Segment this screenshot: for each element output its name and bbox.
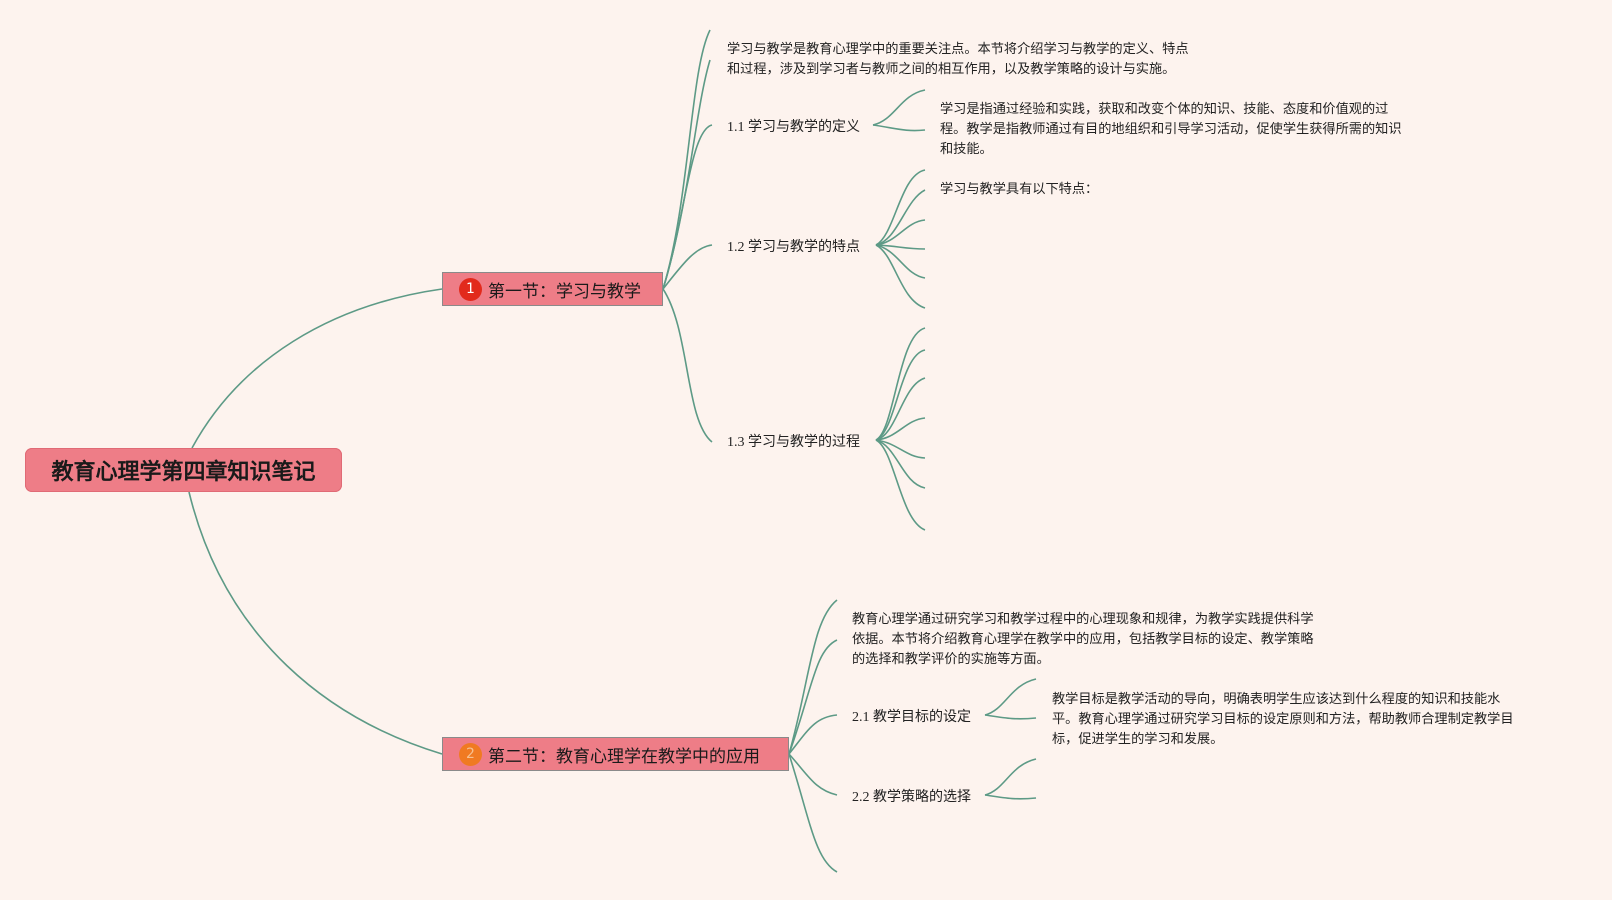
topic-2-1-detail-line: 教学目标是教学活动的导向，明确表明学生应该达到什么程度的知识和技能水	[1052, 692, 1501, 707]
topic-2-1-detail-line: 平。教育心理学通过研究学习目标的设定原则和方法，帮助教师合理制定教学目	[1052, 712, 1514, 727]
connector-13-c	[875, 377, 926, 441]
connector-13-a	[875, 327, 926, 441]
connector-13-b	[875, 349, 926, 441]
topic-1-2[interactable]: 1.2 学习与教学的特点	[727, 240, 860, 255]
connector-13-d	[875, 417, 926, 441]
section2-intro[interactable]: 教育心理学通过研究学习和教学过程中的心理现象和规律，为教学实践提供科学 依据。本…	[852, 610, 1314, 670]
section2-intro-line: 依据。本节将介绍教育心理学在教学中的应用，包括教学目标的设定、教学策略	[852, 632, 1314, 647]
connector-s2-more	[788, 753, 838, 873]
connector-13-e	[875, 439, 926, 459]
root-node[interactable]: 教育心理学第四章知识笔记	[25, 448, 342, 492]
connector-21-detail-b	[984, 714, 1037, 720]
connector-12-d	[875, 244, 926, 250]
topic-1-1-detail-line: 和技能。	[940, 142, 993, 157]
topic-2-1-detail-line: 标，促进学生的学习和发展。	[1052, 732, 1224, 747]
connector-13-f	[875, 439, 926, 489]
connector-21-detail-a	[984, 678, 1037, 716]
connector-11-detail-a	[872, 89, 926, 126]
topic-2-2[interactable]: 2.2 教学策略的选择	[852, 790, 971, 805]
connector-22-detail-b	[984, 794, 1037, 800]
section1-node[interactable]: 1 第一节：学习与教学	[442, 272, 663, 306]
topic-1-2-detail[interactable]: 学习与教学具有以下特点：	[940, 180, 1098, 200]
topic-1-1-detail[interactable]: 学习是指通过经验和实践，获取和改变个体的知识、技能、态度和价值观的过 程。教学是…	[940, 100, 1402, 160]
topic-1-1-detail-line: 程。教学是指教师通过有目的地组织和引导学习活动，促使学生获得所需的知识	[940, 122, 1402, 137]
connector-s1-11	[662, 124, 713, 290]
section1-intro[interactable]: 学习与教学是教育心理学中的重要关注点。本节将介绍学习与教学的定义、特点 和过程，…	[727, 40, 1189, 80]
topic-1-1-detail-line: 学习是指通过经验和实践，获取和改变个体的知识、技能、态度和价值观的过	[940, 102, 1389, 117]
connector-12-c	[875, 219, 926, 246]
connector-12-a	[875, 169, 926, 246]
connector-s2-22	[788, 753, 838, 796]
topic-2-1[interactable]: 2.1 教学目标的设定	[852, 710, 971, 725]
section2-node[interactable]: 2 第二节：教育心理学在教学中的应用	[442, 737, 789, 771]
connector-s1-12	[662, 244, 713, 290]
connector-s2-intro-a	[788, 599, 838, 755]
section2-intro-line: 的选择和教学评价的实施等方面。	[852, 652, 1050, 667]
topic-1-3[interactable]: 1.3 学习与教学的过程	[727, 435, 860, 450]
connector-13-g	[875, 439, 926, 531]
topic-1-1[interactable]: 1.1 学习与教学的定义	[727, 120, 860, 135]
connector-s1-intro-b	[662, 59, 711, 290]
connector-s2-21	[788, 714, 838, 755]
topic-2-1-detail[interactable]: 教学目标是教学活动的导向，明确表明学生应该达到什么程度的知识和技能水 平。教育心…	[1052, 690, 1514, 750]
section1-title: 第一节：学习与教学	[488, 281, 641, 302]
section1-intro-line: 和过程，涉及到学习者与教师之间的相互作用，以及教学策略的设计与实施。	[727, 62, 1176, 77]
topic-1-2-detail-line: 学习与教学具有以下特点：	[940, 182, 1099, 197]
connector-s1-intro	[662, 29, 711, 290]
section2-number-badge: 2	[459, 742, 482, 766]
connector-12-b	[875, 189, 926, 246]
connector-12-e	[875, 244, 926, 279]
connector-11-detail-b	[872, 124, 926, 132]
connector-22-detail-a	[984, 758, 1037, 796]
root-title: 教育心理学第四章知识笔记	[51, 460, 316, 485]
connector-root-section2	[188, 491, 443, 755]
connector-12-f	[875, 244, 926, 309]
section2-title: 第二节：教育心理学在教学中的应用	[488, 746, 760, 767]
section1-intro-line: 学习与教学是教育心理学中的重要关注点。本节将介绍学习与教学的定义、特点	[727, 42, 1189, 57]
section2-intro-line: 教育心理学通过研究学习和教学过程中的心理现象和规律，为教学实践提供科学	[852, 612, 1314, 627]
connector-s1-13	[662, 288, 713, 443]
connector-s2-intro-b	[788, 639, 838, 755]
section1-number-badge: 1	[459, 277, 482, 301]
connector-root-section1	[191, 288, 443, 449]
